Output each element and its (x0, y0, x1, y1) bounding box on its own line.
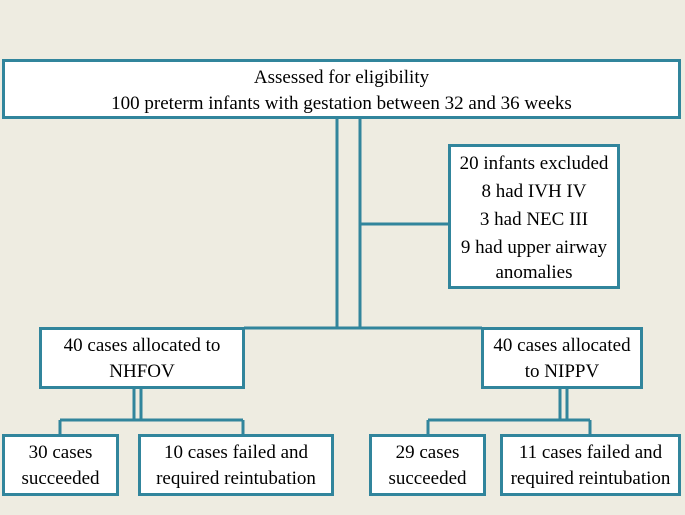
nhfov-allocation-line2: NHFOV (109, 361, 175, 382)
nippv-allocation-line1: 40 cases allocated (493, 335, 631, 356)
excluded-title: 20 infants excluded (459, 153, 609, 174)
nhfov-failed-line1: 10 cases failed and (163, 442, 309, 463)
excluded-airway-cont: anomalies (495, 262, 573, 283)
nhfov-succeeded-line2: succeeded (21, 468, 100, 489)
nhfov-succeeded-box: 30 cases succeeded (2, 434, 119, 496)
excluded-box: 20 infants excluded 8 had IVH IV 3 had N… (448, 144, 620, 289)
excluded-nec: 3 had NEC III (479, 209, 589, 230)
nippv-failed-line2: required reintubation (510, 468, 671, 489)
excluded-airway: 9 had upper airway (460, 237, 608, 258)
nhfov-failed-line2: required reintubation (156, 468, 316, 489)
excluded-ivh: 8 had IVH IV (481, 181, 587, 202)
nippv-failed-box: 11 cases failed and required reintubatio… (500, 434, 681, 496)
nippv-failed-line1: 11 cases failed and (518, 442, 663, 463)
eligibility-title: Assessed for eligibility (253, 67, 430, 88)
nhfov-allocation-box: 40 cases allocated to NHFOV (39, 327, 245, 389)
eligibility-box: Assessed for eligibility 100 preterm inf… (2, 59, 681, 119)
nhfov-allocation-line1: 40 cases allocated to (63, 335, 221, 356)
nippv-allocation-box: 40 cases allocated to NIPPV (481, 327, 643, 389)
nippv-succeeded-box: 29 cases succeeded (369, 434, 486, 496)
eligibility-detail: 100 preterm infants with gestation betwe… (111, 93, 572, 114)
nhfov-succeeded-line1: 30 cases (28, 442, 93, 463)
nippv-allocation-line2: to NIPPV (524, 361, 600, 382)
nhfov-failed-box: 10 cases failed and required reintubatio… (138, 434, 334, 496)
nippv-succeeded-line1: 29 cases (395, 442, 460, 463)
nippv-succeeded-line2: succeeded (388, 468, 467, 489)
